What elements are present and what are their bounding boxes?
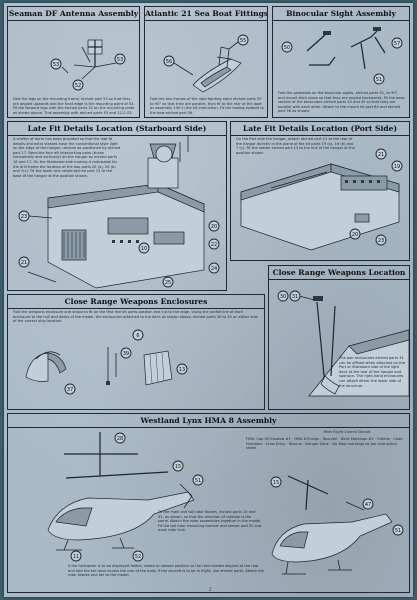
part-number: 21 <box>21 260 27 266</box>
instruction-sheet: Seaman DF Antenna Assembly 53 53 52 Fold… <box>4 3 413 597</box>
part-number: 10 <box>141 246 147 252</box>
decal-notes-title: Main Flight Control Decals <box>323 430 371 434</box>
part-number: 39 <box>123 351 129 357</box>
part-number: 52 <box>135 554 141 560</box>
part-number: 55 <box>240 38 246 44</box>
boat-drawing: 56 55 <box>163 34 249 93</box>
panel-title: Close Range Weapons Location <box>269 266 409 280</box>
part-number: 22 <box>211 242 217 248</box>
panel-text: Fold the weapons enclosure and shape to … <box>13 310 258 324</box>
part-number: 47 <box>365 502 371 508</box>
decal-notes: FINS: Cap 05 Shadow #1 · HMA 8 Ensign · … <box>246 437 403 451</box>
panel-late-fit-starboard: Late Fit Details Location (Starboard Sid… <box>7 121 227 291</box>
lynx-drawing: 28 15 51 11 52 15 47 51 <box>47 432 404 575</box>
panel-text: On the Port side the hangar, attach etch… <box>236 137 355 155</box>
panel-title: Close Range Weapons Enclosures <box>8 295 264 309</box>
part-number: 56 <box>166 59 172 65</box>
port-drawing: 21 19 20 23 <box>240 148 403 251</box>
panel-crw-enclosures: Close Range Weapons Enclosures Fold the … <box>7 294 265 410</box>
panel-title: Late Fit Details Location (Starboard Sid… <box>8 122 226 136</box>
part-number: 11 <box>73 554 79 560</box>
part-number: 21 <box>378 152 384 158</box>
part-number: 51 <box>195 478 201 484</box>
antenna-drawing: 53 53 52 <box>50 39 126 91</box>
part-number: 24 <box>211 266 217 272</box>
part-number: 28 <box>117 436 123 442</box>
part-number: 23 <box>378 238 384 244</box>
enclosure-drawing: 37 39 6 13 <box>25 329 188 395</box>
page-number: 2 <box>209 587 212 592</box>
part-number: 57 <box>394 41 400 47</box>
panel-title: Westland Lynx HMA 8 Assembly <box>8 414 409 428</box>
part-number: 6 <box>136 333 139 339</box>
part-number: 31 <box>292 294 298 300</box>
panel-crw-location: Close Range Weapons Location 30 31 The p… <box>268 265 410 410</box>
panel-text: A shelter of dorm has been provided so t… <box>13 137 121 178</box>
panel-text: Fold the legs on the mounting frame, etc… <box>13 97 135 115</box>
part-number: 23 <box>21 214 27 220</box>
binocular-drawing: 50 57 51 <box>281 27 403 85</box>
part-number: 15 <box>175 464 181 470</box>
weapons-location-drawing: 30 31 <box>277 290 409 397</box>
panel-atlantic-boat: Atlantic 21 Sea Boat Fittings 56 55 Fold… <box>144 6 268 118</box>
part-number: 53 <box>117 57 123 63</box>
panel-title: Atlantic 21 Sea Boat Fittings <box>145 7 267 21</box>
part-number: 52 <box>75 83 81 89</box>
part-number: 20 <box>352 232 358 238</box>
part-number: 51 <box>376 77 382 83</box>
part-number: 20 <box>211 224 217 230</box>
panel-late-fit-port: Late Fit Details Location (Port Side) On… <box>230 121 410 261</box>
panel-text: Fold the two frames of the rigid fightin… <box>150 97 264 115</box>
starboard-drawing: 23 21 10 20 22 25 24 <box>18 136 220 289</box>
panel-westland-lynx: Westland Lynx HMA 8 Assembly 28 15 <box>7 413 410 593</box>
part-number: 37 <box>67 387 73 393</box>
part-number: 19 <box>394 164 400 170</box>
panel-text: Fit the main and tail rotor blades, etch… <box>158 510 262 533</box>
panel-title: Late Fit Details Location (Port Side) <box>231 122 409 136</box>
part-number: 53 <box>53 62 59 68</box>
panel-binocular: Binocular Sight Assembly 50 57 51 Fold t… <box>272 6 410 118</box>
part-number: 51 <box>395 528 401 534</box>
part-number: 15 <box>273 480 279 486</box>
part-number: 25 <box>165 280 171 286</box>
panel-text: If the helicopter is to be displayed fol… <box>68 564 264 578</box>
part-number: 30 <box>280 294 286 300</box>
panel-text: Fold the pedestals on the binocular sigh… <box>278 91 405 114</box>
panel-seaman-antenna: Seaman DF Antenna Assembly 53 53 52 Fold… <box>7 6 140 118</box>
panel-title: Seaman DF Antenna Assembly <box>8 7 139 21</box>
panel-title: Binocular Sight Assembly <box>273 7 409 21</box>
panel-text: The pair enclosures etched parts 31 can … <box>339 356 406 388</box>
part-number: 50 <box>284 45 290 51</box>
part-number: 13 <box>179 367 185 373</box>
